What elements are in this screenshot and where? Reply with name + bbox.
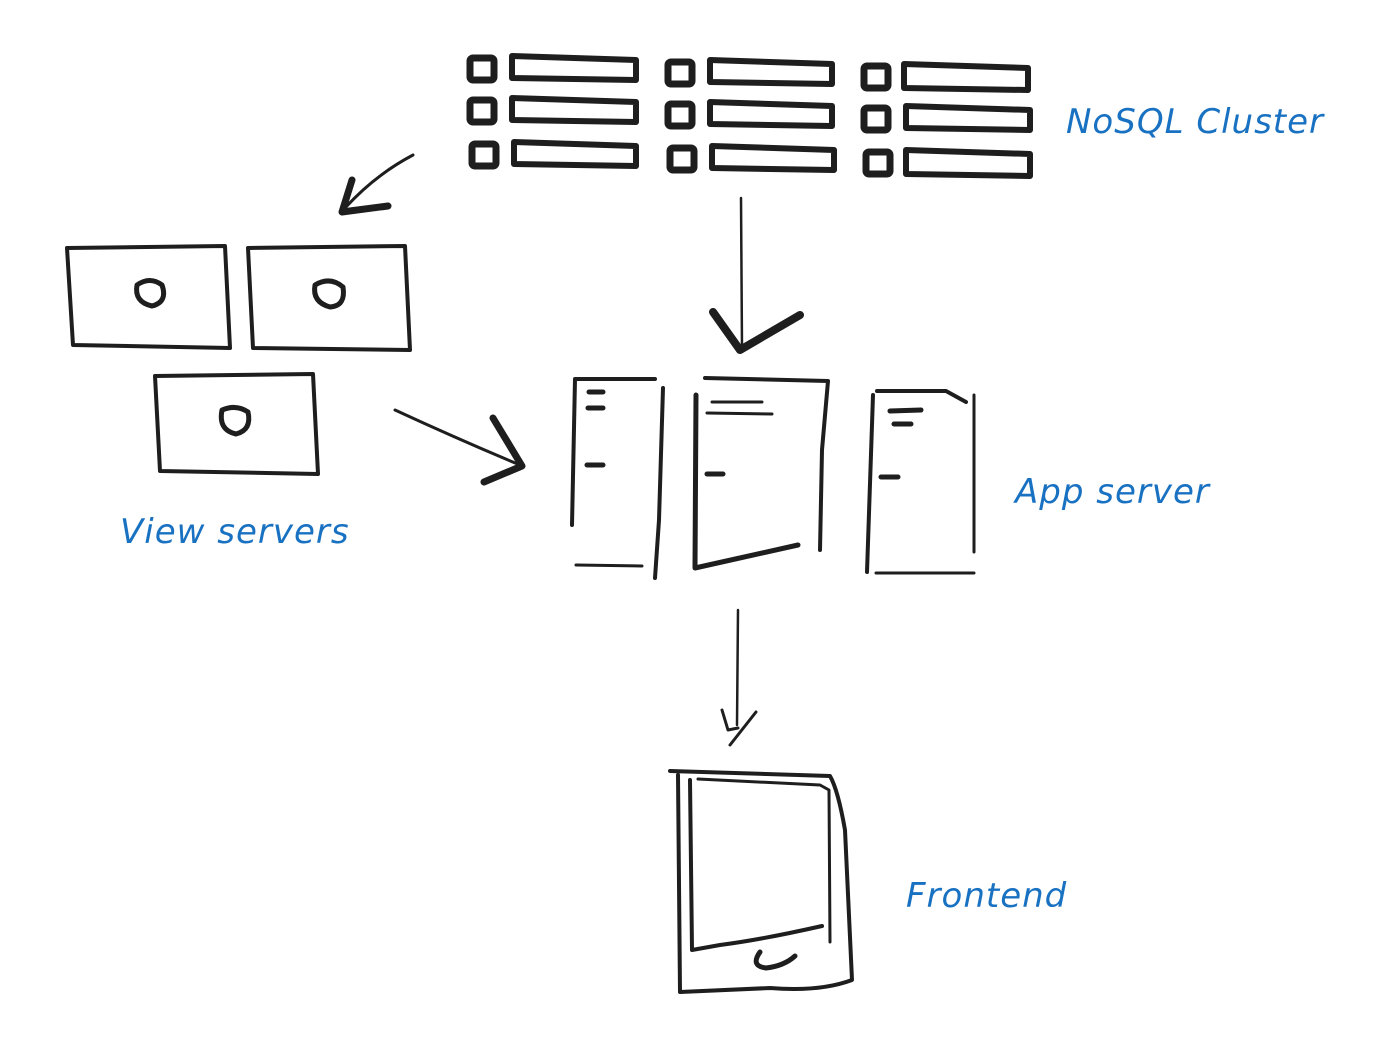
nosql-cluster-label: NoSQL Cluster xyxy=(1066,102,1325,142)
db-unit xyxy=(466,95,639,126)
app-server-label: App server xyxy=(1015,472,1210,512)
arrow-view-to-app xyxy=(393,408,526,486)
db-unit xyxy=(664,99,835,130)
db-unit xyxy=(860,103,1033,134)
db-unit xyxy=(862,147,1033,179)
db-unit xyxy=(666,143,837,174)
db-unit xyxy=(860,61,1031,93)
app-server-document xyxy=(692,376,830,571)
view-servers-label: View servers xyxy=(120,512,350,552)
db-unit xyxy=(468,139,639,170)
view-server-monitor xyxy=(246,244,412,352)
view-server-monitor xyxy=(65,244,232,350)
frontend-label: Frontend xyxy=(906,876,1068,916)
arrow-nosql-to-app xyxy=(709,196,804,354)
arrow-app-to-frontend xyxy=(720,608,758,747)
db-unit xyxy=(466,53,639,84)
arrow-nosql-to-view xyxy=(338,153,415,216)
app-servers xyxy=(570,376,976,580)
app-server-document xyxy=(865,389,976,575)
frontend-device xyxy=(668,769,854,994)
db-unit xyxy=(664,57,835,88)
app-server-document xyxy=(570,377,665,580)
view-servers xyxy=(65,244,412,476)
view-server-monitor xyxy=(153,372,320,476)
nosql-cluster xyxy=(466,53,1033,179)
